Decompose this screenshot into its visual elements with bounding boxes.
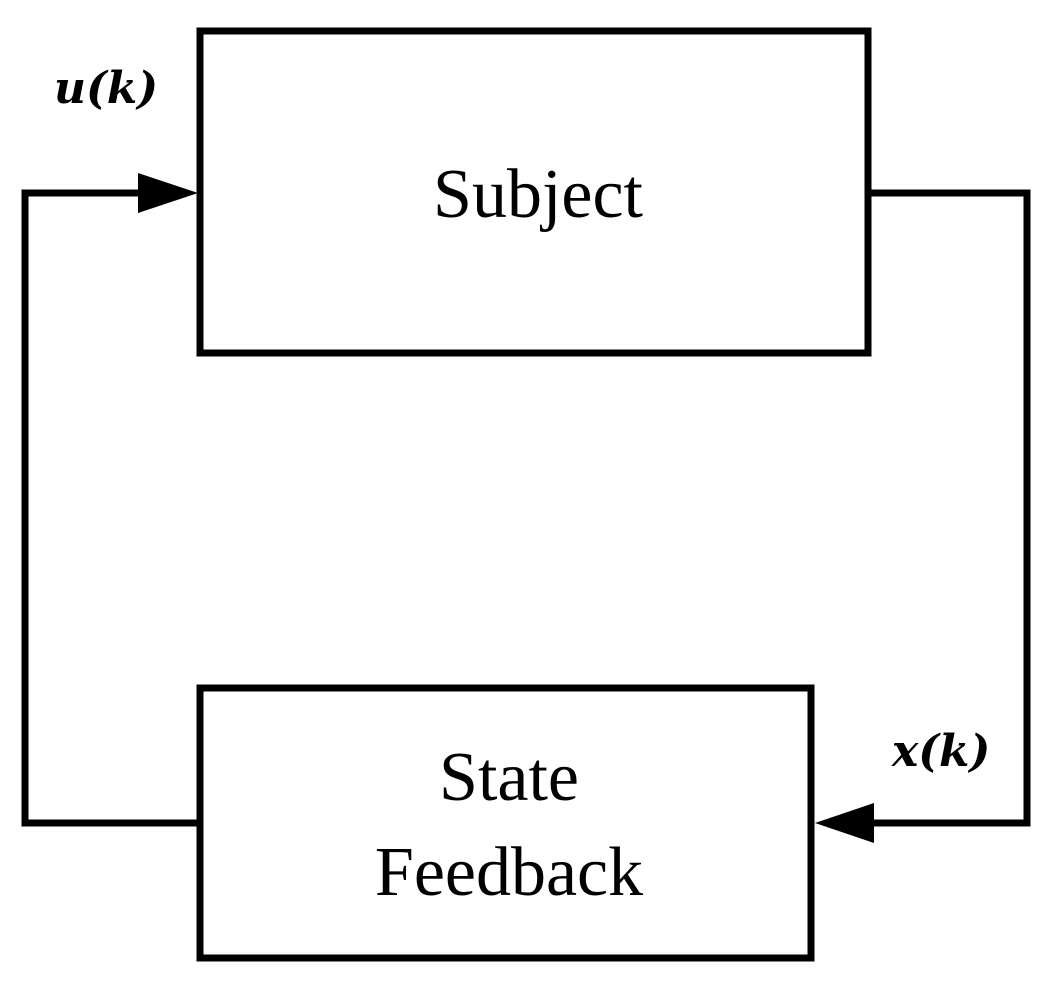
state-signal-line bbox=[868, 189, 1031, 827]
state-signal-arrowhead bbox=[815, 803, 874, 843]
state-feedback-block-box bbox=[196, 684, 815, 962]
control-signal-line bbox=[21, 189, 200, 827]
state-label: x(k) bbox=[891, 726, 990, 777]
control-signal-arrowhead bbox=[138, 173, 198, 213]
state-feedback-label-line1: State bbox=[439, 739, 579, 816]
subject-block-label: Subject bbox=[433, 156, 644, 233]
state-feedback-label-line2: Feedback bbox=[375, 834, 643, 911]
subject-block: Subject bbox=[196, 27, 872, 357]
state-feedback-block: State Feedback bbox=[196, 684, 815, 962]
control-input-label: u(k) bbox=[54, 63, 158, 114]
